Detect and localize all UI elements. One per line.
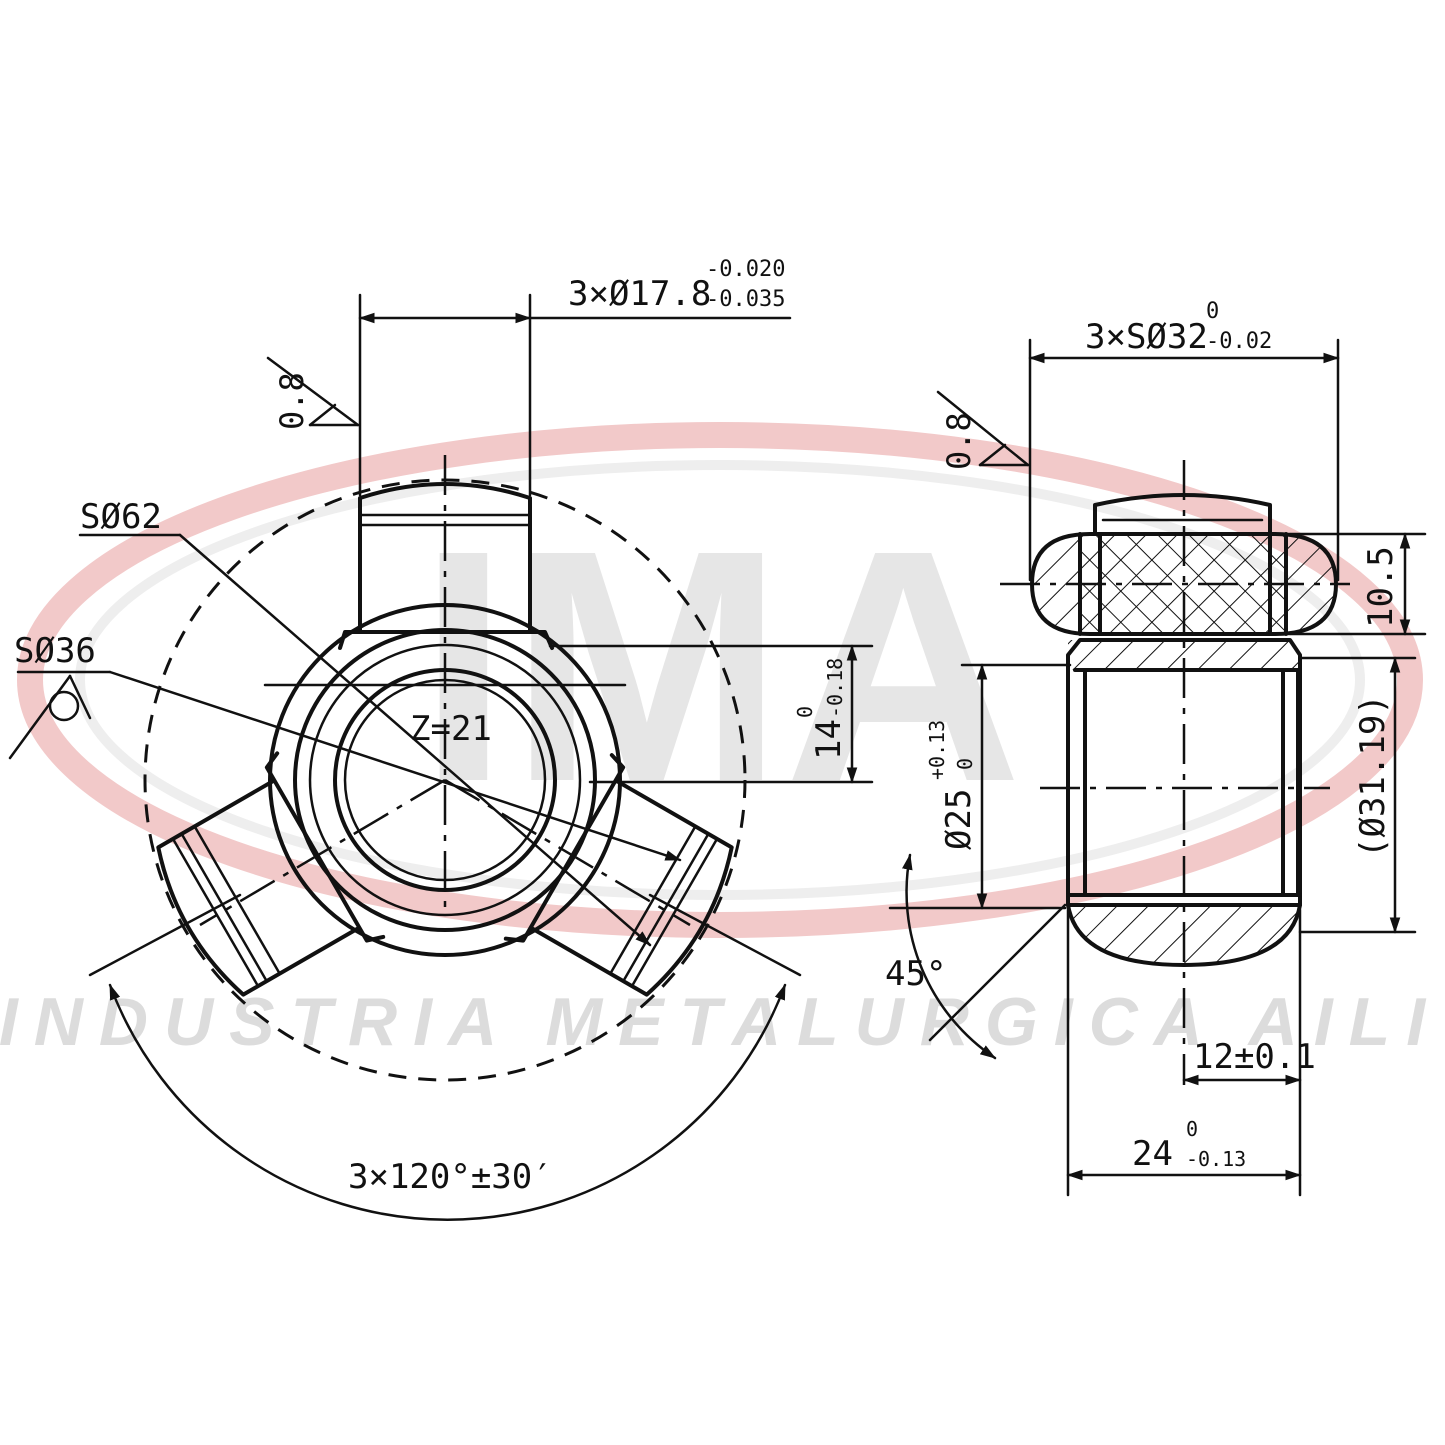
angle-ext-right: [648, 893, 802, 977]
sphere-62-label: SØ62: [80, 497, 162, 537]
s62-leader: [178, 533, 652, 947]
chamfer-label: 45°: [885, 954, 946, 994]
roughness-symbol-side-icon: [936, 390, 1030, 467]
width-upper: 0: [1186, 1117, 1198, 1141]
circularity-symbol-icon: [8, 674, 92, 760]
pin-diameter-upper: -0.020: [706, 257, 785, 282]
sphere-diameter-upper: 0: [1206, 299, 1219, 324]
bore-base: Ø25: [939, 789, 979, 850]
hub-groove: [308, 643, 582, 917]
sphere-diameter-lower: -0.02: [1206, 329, 1272, 354]
watermark-logo: IMA: [418, 481, 1023, 850]
watermark-ellipse-inner: [75, 460, 1365, 900]
thickness-label: 10.5: [1361, 546, 1401, 628]
pin-diameter-lower: -0.035: [706, 287, 785, 312]
width-lower: -0.13: [1186, 1147, 1246, 1171]
center-line-right: [444, 778, 691, 927]
angle-arc: [108, 983, 787, 1221]
pin-diameter-base: 3×Ø17.8: [568, 274, 711, 314]
offset-label: 12±0.1: [1193, 1037, 1316, 1077]
s36-leader: [108, 670, 682, 862]
center-line-left: [199, 778, 446, 927]
sphere-diameter-base: 3×SØ32: [1085, 317, 1208, 357]
chamfer-arc: [902, 853, 997, 1060]
ref-diameter-label: (Ø31.19): [1353, 694, 1393, 858]
height-lower: -0.18: [823, 658, 847, 718]
angle-ext-left: [88, 893, 242, 977]
width-base: 24: [1132, 1134, 1173, 1174]
roughness-front: 0.8: [273, 372, 311, 430]
teeth-count: Z=21: [410, 709, 492, 749]
roughness-symbol-icon: [266, 356, 360, 427]
height-base: 14: [809, 719, 849, 760]
watermark-ellipse: [17, 422, 1423, 938]
sphere-36-label: SØ36: [14, 631, 96, 671]
front-view: SØ62 SØ36 Z=21 3×Ø17.8 -0.020 -0.035 0.8: [8, 257, 874, 1221]
angle-label: 3×120°±30′: [348, 1157, 553, 1197]
bore-lower: 0: [953, 758, 977, 770]
roughness-side: 0.8: [940, 412, 978, 470]
side-view: 3×SØ32 0 -0.02 0.8 10.5 Ø25 +0.13 0 (Ø31…: [885, 299, 1427, 1197]
bore-upper: +0.13: [925, 720, 949, 780]
height-upper: 0: [793, 706, 817, 718]
